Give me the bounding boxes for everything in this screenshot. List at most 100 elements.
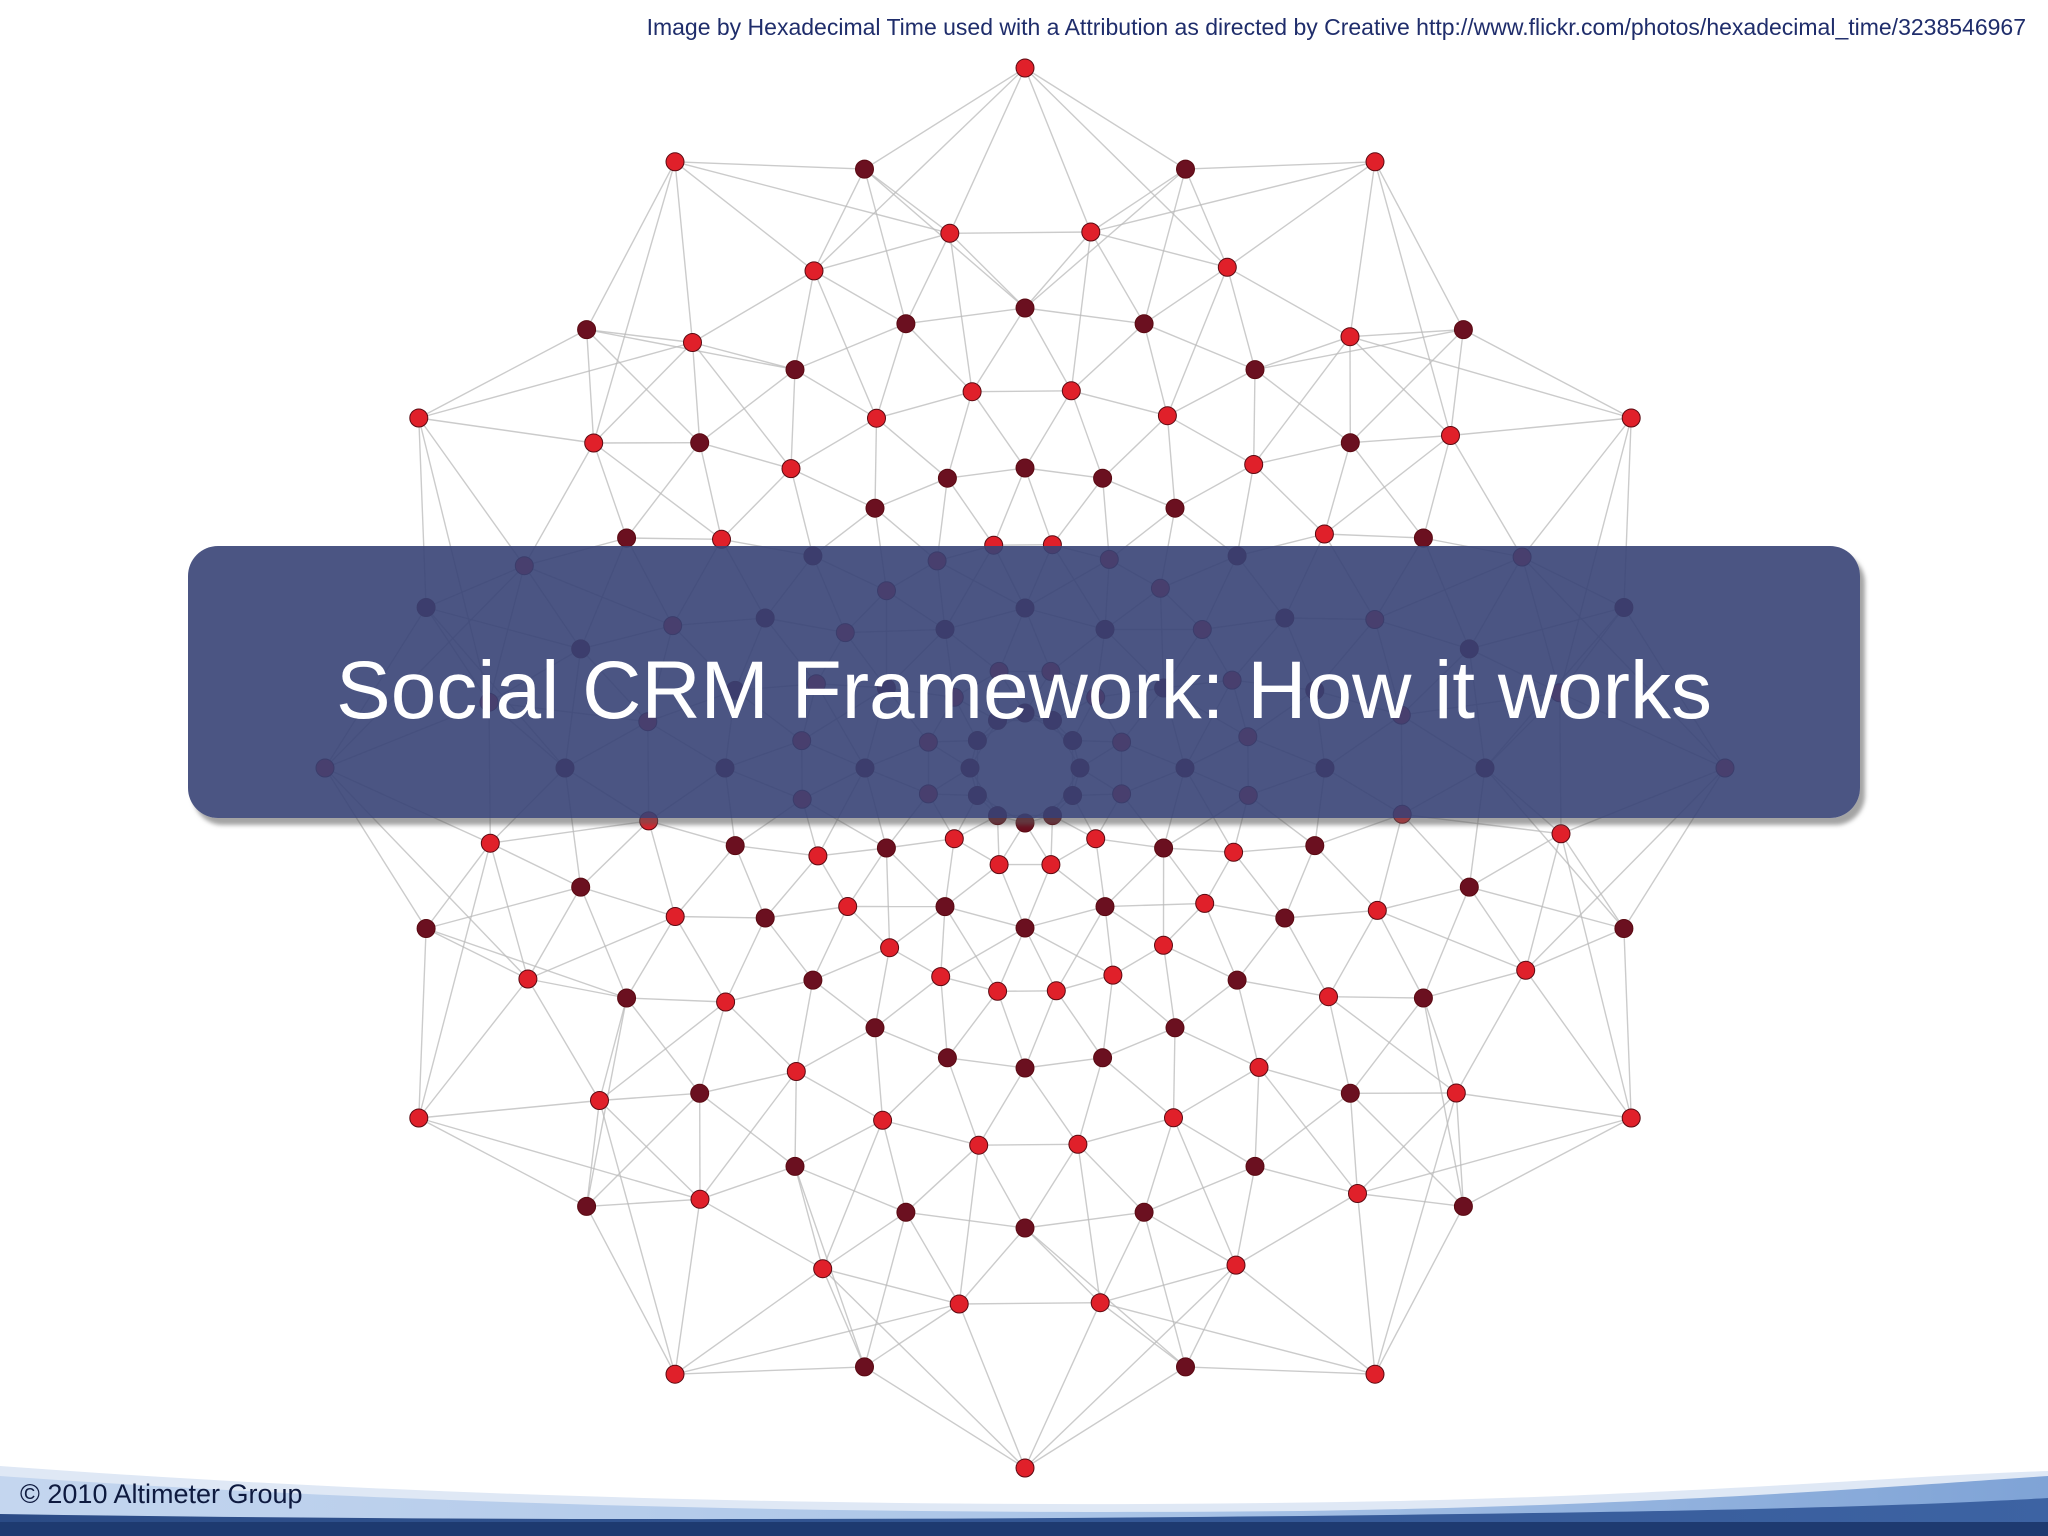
graph-node — [1015, 1058, 1035, 1078]
graph-node — [577, 320, 597, 340]
graph-node — [962, 382, 982, 402]
graph-node — [1224, 842, 1244, 862]
graph-node — [949, 1294, 969, 1314]
graph-node — [571, 877, 591, 897]
graph-node — [1275, 908, 1295, 928]
graph-node — [1176, 159, 1195, 179]
graph-node — [409, 1108, 429, 1128]
graph-node — [1015, 1218, 1035, 1238]
graph-node — [940, 223, 960, 243]
graph-node — [1157, 406, 1177, 426]
graph-node — [1086, 829, 1106, 849]
copyright-notice: © 2010 Altimeter Group — [20, 1479, 303, 1509]
graph-node — [785, 1156, 805, 1176]
graph-node — [1154, 838, 1174, 858]
graph-node — [1093, 1048, 1113, 1068]
graph-node — [1453, 1196, 1473, 1216]
graph-node — [1365, 152, 1385, 172]
graph-node — [1314, 524, 1334, 544]
graph-node — [786, 1062, 806, 1081]
graph-node — [1340, 433, 1360, 453]
graph-node — [1244, 455, 1264, 474]
graph-node — [1015, 918, 1035, 938]
graph-node — [935, 897, 955, 917]
graph-node — [1093, 468, 1113, 488]
graph-node — [873, 1110, 893, 1130]
graph-node — [518, 969, 538, 989]
graph-node — [781, 459, 801, 479]
graph-node — [1340, 327, 1360, 347]
graph-node — [1090, 1293, 1110, 1313]
graph-node — [1305, 836, 1325, 856]
graph-node — [804, 261, 824, 281]
graph-node — [584, 433, 604, 453]
graph-node — [1245, 360, 1265, 380]
graph-node — [1081, 222, 1101, 242]
graph-node — [755, 908, 775, 928]
graph-node — [1365, 1364, 1385, 1384]
graph-node — [1621, 1108, 1641, 1128]
graph-node — [855, 1357, 874, 1377]
graph-node — [931, 967, 951, 987]
graph-node — [1134, 1202, 1154, 1222]
graph-node — [808, 846, 828, 866]
graph-node — [989, 855, 1009, 875]
graph-node — [1319, 987, 1338, 1007]
graph-node — [813, 1259, 833, 1279]
graph-node — [617, 528, 637, 548]
graph-node — [1226, 1255, 1246, 1275]
graph-node — [876, 838, 896, 858]
graph-node — [1459, 877, 1479, 897]
graph-node — [1413, 988, 1433, 1008]
graph-node — [1134, 314, 1154, 334]
graph-node — [690, 433, 710, 453]
graph-node — [1441, 426, 1460, 445]
graph-node — [1046, 981, 1066, 1001]
graph-node — [480, 833, 500, 853]
graph-node — [617, 988, 637, 1008]
graph-node — [1621, 408, 1641, 428]
graph-node — [937, 468, 957, 488]
graph-node — [1446, 1083, 1466, 1103]
graph-node — [1041, 855, 1061, 875]
graph-node — [785, 360, 805, 380]
graph-node — [1340, 1083, 1360, 1103]
graph-node — [1348, 1184, 1367, 1203]
graph-node — [577, 1196, 597, 1216]
graph-node — [1217, 257, 1237, 277]
image-credit: Image by Hexadecimal Time used with a At… — [646, 14, 2026, 40]
graph-node — [1249, 1057, 1269, 1077]
graph-node — [1061, 381, 1081, 401]
graph-node — [969, 1135, 989, 1155]
graph-node — [690, 1189, 710, 1209]
graph-node — [855, 159, 874, 179]
graph-node — [1164, 1108, 1183, 1128]
graph-node — [1015, 1458, 1035, 1478]
graph-node — [937, 1048, 957, 1068]
graph-node — [1195, 893, 1215, 913]
footer-wave — [0, 1466, 2048, 1536]
graph-node — [838, 897, 858, 916]
graph-node — [665, 152, 685, 172]
graph-node — [1165, 1018, 1185, 1038]
graph-node — [725, 836, 745, 856]
graph-node — [867, 408, 886, 428]
graph-node — [944, 829, 964, 849]
slide-title: Social CRM Framework: How it works — [336, 645, 1712, 736]
graph-node — [1367, 900, 1387, 920]
graph-node — [1015, 58, 1035, 78]
graph-node — [665, 1364, 685, 1384]
graph-node — [1015, 458, 1035, 478]
graph-node — [1165, 498, 1185, 518]
graph-node — [1103, 965, 1123, 985]
graph-node — [1095, 897, 1115, 917]
graph-node — [1068, 1134, 1088, 1154]
graph-node — [1413, 528, 1433, 548]
graph-node — [1245, 1156, 1265, 1176]
graph-node — [988, 981, 1008, 1001]
graph-node — [690, 1083, 710, 1103]
graph-node — [1453, 320, 1473, 340]
graph-node — [683, 333, 702, 352]
graph-node — [896, 1202, 916, 1222]
